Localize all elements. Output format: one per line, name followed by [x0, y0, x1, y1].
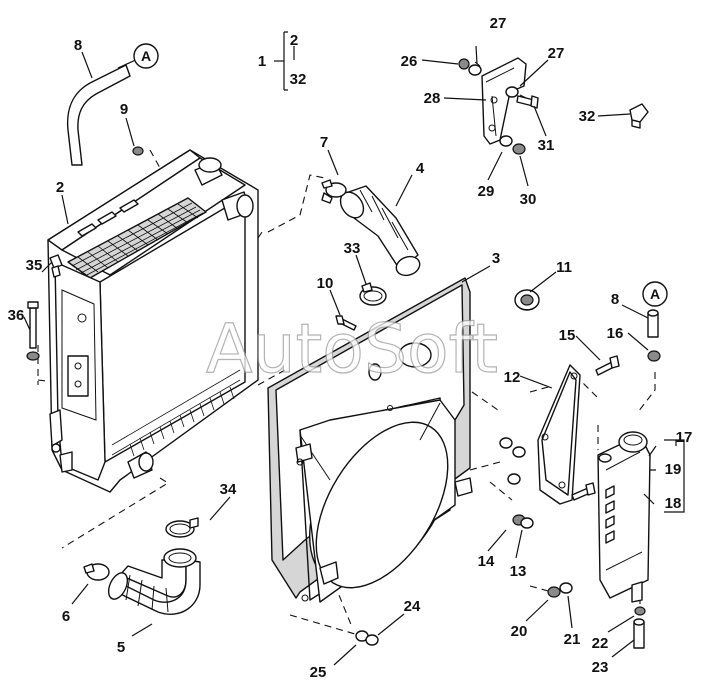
bolt-15: [595, 355, 620, 376]
callout-13: 13: [510, 563, 527, 580]
callout-27-top: 27: [490, 15, 507, 32]
callout-21: 21: [564, 631, 581, 648]
callout-12: 12: [504, 369, 521, 386]
hose-clamp-7: [321, 179, 347, 204]
callout-29: 29: [478, 183, 495, 200]
bracket-range-last: 32: [290, 71, 307, 88]
svg-text:A: A: [141, 48, 151, 64]
washer-nut-14-13: [499, 437, 534, 529]
upper-hose: [339, 185, 421, 277]
callout-7: 7: [320, 134, 328, 151]
washer-nut-24-25: [355, 630, 379, 646]
radiator-bottom-fins: [129, 386, 235, 457]
hose-clamp-33: [359, 282, 387, 306]
callout-25: 25: [310, 664, 327, 681]
bracket-12: [537, 364, 581, 505]
overflow-hose-8: [66, 64, 131, 166]
callout-8: 8: [74, 37, 82, 54]
lower-hose: [107, 548, 201, 615]
bolt-10: [335, 315, 357, 331]
nut-26: [458, 58, 470, 70]
bracket-lower-bolt: [571, 482, 596, 501]
hose-clip-9: [132, 146, 144, 156]
tank-cap-19: [618, 431, 648, 453]
callout-22: 22: [592, 635, 609, 652]
callout-10: 10: [317, 275, 334, 292]
callout-11: 11: [556, 259, 572, 276]
callout-9: 9: [120, 101, 128, 118]
callout-24: 24: [404, 598, 421, 615]
callout-19: 19: [665, 461, 682, 478]
callout-26: 26: [401, 53, 418, 70]
callout-15: 15: [559, 327, 576, 344]
callout-2: 2: [56, 179, 64, 196]
reference-marker-a-left: A: [133, 43, 159, 69]
reference-marker-a-right: A: [642, 281, 668, 307]
callout-1: 1: [258, 53, 266, 70]
callout-28: 28: [424, 90, 441, 107]
callout-30: 30: [520, 191, 537, 208]
callout-8-right: 8: [611, 291, 619, 308]
bracket-28: [481, 57, 527, 145]
watermark-text: AutoSoft: [206, 310, 498, 389]
callout-31: 31: [538, 137, 555, 154]
radiator-cap: [198, 157, 222, 173]
hose-clamp-6: [83, 563, 110, 581]
bolt-36: [26, 301, 40, 361]
radiator-mount-plate: [67, 355, 89, 397]
stud-35: [49, 254, 63, 278]
callout-4: 4: [416, 160, 425, 177]
fan-shroud: [267, 277, 473, 603]
callout-5: 5: [117, 639, 125, 656]
clip-16: [647, 350, 661, 362]
expansion-tank: [597, 434, 651, 603]
lower-hose-end: [163, 548, 197, 568]
callout-34: 34: [220, 481, 237, 498]
callout-18: 18: [665, 495, 682, 512]
hose-stub-8-right: [647, 309, 659, 338]
clip-22: [634, 606, 646, 616]
leader-lines: [23, 31, 685, 666]
callout-33: 33: [344, 240, 361, 257]
callout-20: 20: [511, 623, 528, 640]
callout-23: 23: [592, 659, 609, 676]
fitting-32: [629, 103, 649, 129]
assembly-group-bracket: 1 2 32: [258, 32, 307, 88]
callout-16: 16: [607, 325, 624, 342]
callout-36: 36: [8, 307, 25, 324]
bracket-range-first: 2: [290, 32, 298, 49]
callout-14: 14: [478, 553, 495, 570]
callout-32: 32: [579, 108, 596, 125]
drain-hose-23: [633, 618, 645, 649]
bolt-31: [516, 95, 539, 109]
grommet-11: [514, 289, 540, 311]
washer-27: [468, 64, 519, 98]
callout-35: 35: [26, 257, 43, 274]
callout-6: 6: [62, 608, 70, 625]
callout-labels: 8 9 2 35 36 7 4 33 10 3 11 12 15 8 16 17…: [8, 15, 693, 681]
callout-27-right: 27: [548, 45, 565, 62]
radiator-core-grille: [67, 197, 207, 279]
washer-nut-29-30: [499, 135, 526, 155]
radiator: [47, 149, 259, 493]
callout-3: 3: [492, 250, 500, 267]
hose-clamp-34: [165, 517, 199, 538]
svg-text:A: A: [650, 286, 660, 302]
washer-nut-20-21: [547, 582, 573, 598]
callout-17: 17: [676, 429, 693, 446]
